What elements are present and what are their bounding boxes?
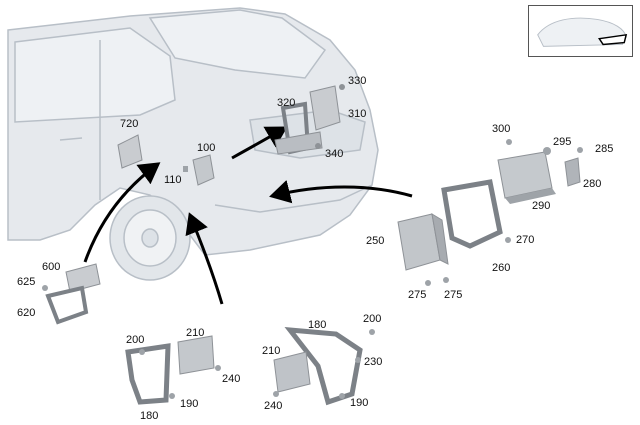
module-100 xyxy=(183,154,215,186)
vehicle-illustration xyxy=(7,7,379,281)
bracket-280 xyxy=(564,157,581,187)
callout-310: 310 xyxy=(348,108,367,120)
callout-340: 340 xyxy=(325,148,344,160)
callout-180-left: 180 xyxy=(140,410,159,422)
module-210-left xyxy=(177,335,215,375)
callout-620: 620 xyxy=(17,307,36,319)
callout-320: 320 xyxy=(277,97,296,109)
callout-270: 270 xyxy=(516,234,535,246)
callout-250: 250 xyxy=(366,235,385,247)
callout-625: 625 xyxy=(17,276,36,288)
arrows xyxy=(83,126,413,305)
rear-window xyxy=(148,9,327,79)
module-210-right xyxy=(273,351,311,393)
callout-210-right: 210 xyxy=(262,345,281,357)
arrow-to-tailgate xyxy=(269,179,413,204)
arrow-from-bottom xyxy=(185,212,224,305)
side-window xyxy=(14,27,176,123)
arrow-to-bracket-320 xyxy=(231,126,288,160)
callout-720: 720 xyxy=(120,118,139,130)
callout-600: 600 xyxy=(42,261,61,273)
door-handle xyxy=(59,137,83,141)
module-600 xyxy=(65,263,101,293)
bracket-620 xyxy=(45,285,89,325)
callout-190-left: 190 xyxy=(180,398,199,410)
vehicle-locator-thumbnail xyxy=(528,5,633,57)
callout-230: 230 xyxy=(364,356,383,368)
rear-wheel xyxy=(109,195,191,281)
module-720 xyxy=(117,134,143,169)
callout-190-right: 190 xyxy=(350,397,369,409)
assembly-180-240-left xyxy=(125,335,221,405)
callout-330: 330 xyxy=(348,75,367,87)
callout-110: 110 xyxy=(164,174,182,186)
callout-200-right: 200 xyxy=(363,313,382,325)
assembly-600-625 xyxy=(42,263,101,325)
assembly-250-300 xyxy=(397,139,583,286)
callout-295: 295 xyxy=(553,136,572,148)
callout-260: 260 xyxy=(492,262,511,274)
callout-300: 300 xyxy=(492,123,511,135)
rear-bumper xyxy=(214,184,373,213)
callout-290: 290 xyxy=(532,200,551,212)
bracket-260 xyxy=(441,179,503,249)
callout-240-left: 240 xyxy=(222,373,241,385)
bracket-180-left xyxy=(125,343,171,405)
callout-275-right: 275 xyxy=(444,289,463,301)
vehicle-locator-icon xyxy=(537,17,628,47)
callout-240-right: 240 xyxy=(264,400,283,412)
callout-285: 285 xyxy=(595,143,614,155)
assembly-310-320 xyxy=(274,84,345,155)
bracket-180-right xyxy=(284,327,363,406)
callout-100: 100 xyxy=(197,142,216,154)
arrow-to-wheelarch xyxy=(83,162,161,263)
callout-275-left: 275 xyxy=(408,289,427,301)
callout-200-left: 200 xyxy=(126,334,145,346)
callout-210-left: 210 xyxy=(186,327,205,339)
callout-180-right: 180 xyxy=(308,319,327,331)
assembly-180-240-right xyxy=(273,327,375,406)
callout-280: 280 xyxy=(583,178,602,190)
